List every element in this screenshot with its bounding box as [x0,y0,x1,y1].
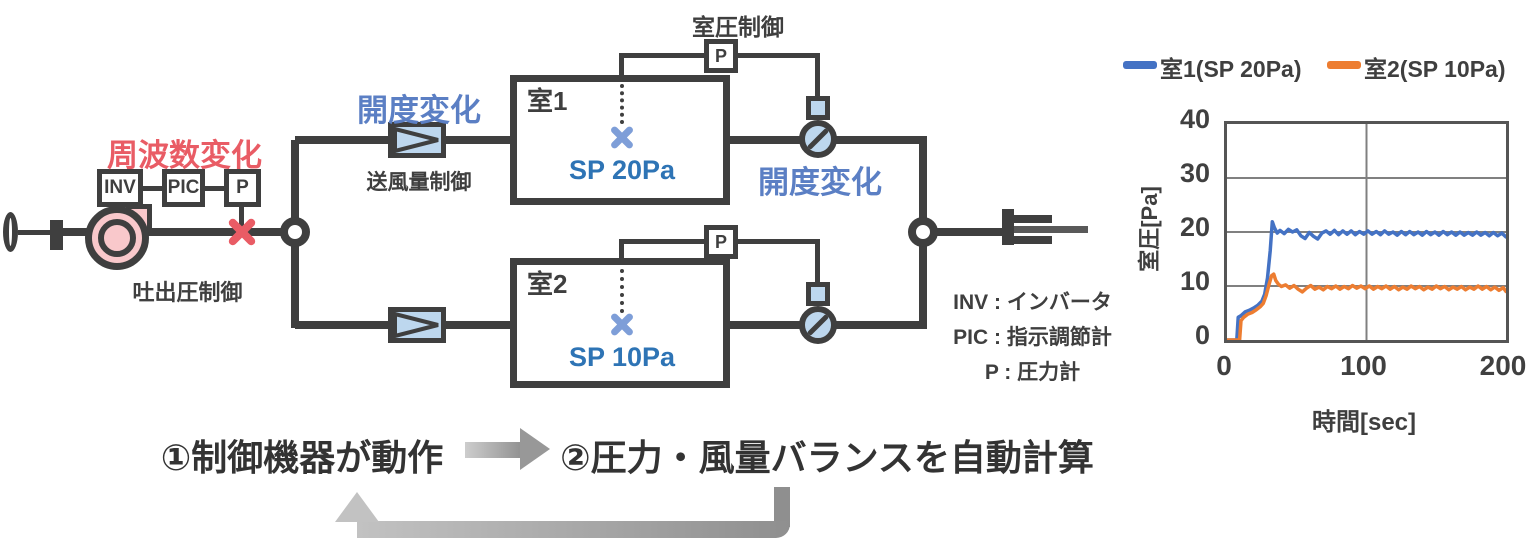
inv-pic-signal-line [143,186,163,191]
y-tick-label: 30 [1179,158,1210,188]
chart-legend-room1: 室1(SP 20Pa) [1160,56,1302,82]
valve-slash-icon [807,128,829,150]
pic-p-signal-line [205,186,225,191]
step2-label: ②圧力・風量バランスを自動計算 [560,437,1094,478]
room1-supply-duct [295,136,391,144]
fan-impeller-icon [98,219,136,257]
x-tick-label: 100 [1340,350,1387,381]
damper-opening-label: 開度変化 [357,93,481,128]
valve-slash-icon [807,314,829,336]
forward-arrow-head-icon [520,428,550,470]
pic-controller-box: PIC [162,169,205,207]
loop-arrow-head-icon [335,492,379,522]
p-box-label: P [714,45,727,66]
exhaust-riser-lower [919,232,927,327]
room1-sense-riser [619,55,624,81]
room1-valve-signal-line [815,53,820,98]
pressure-gauge-box-room1: P [704,39,738,73]
room1-control-valve-icon [799,120,837,158]
damper-triangle-icon [393,126,439,154]
supply-riser-down [291,232,299,328]
outdoor-air-icon [3,212,18,252]
room1-setpoint-label: SP 20Pa [568,155,676,185]
room1-name-label: 室1 [527,86,568,116]
y-tick-label: 10 [1179,266,1210,296]
exhaust-outlet-icon [1014,226,1088,233]
chart-plot [1224,121,1509,343]
room1-pressure-tap-dotted-line [620,84,624,124]
exhaust-riser-upper [919,140,927,235]
chart-legend-room2: 室2(SP 10Pa) [1364,56,1506,82]
room2-pressure-tap-dotted-line [620,269,624,313]
y-tick-label: 0 [1194,320,1210,350]
p-tap-line [239,205,244,230]
valve-opening-label: 開度変化 [758,165,882,200]
exhaust-junction-node [908,217,938,247]
y-tick-label: 20 [1179,212,1210,242]
intake-stub-line [18,230,50,235]
fan-icon [85,206,149,270]
x-tick-label: 0 [1216,350,1232,381]
loop-arrow [357,521,790,538]
room1-supply-duct [444,136,512,144]
discharge-pressure-label: 吐出圧制御 [132,280,243,305]
exhaust-main-duct [935,228,1003,236]
series-line-1 [1227,219,1506,340]
p-box-label: P [236,177,249,198]
room2-damper-icon [388,307,446,343]
room1-valve-actuator-icon [806,96,830,120]
pressure-gauge-box-room2: P [704,225,738,259]
room2-valve-signal-line [815,239,820,284]
supply-junction-node [280,217,310,247]
damper-triangle-icon [393,311,439,339]
legend-p: P : 圧力計 [984,361,1081,384]
supply-riser-up [291,140,299,236]
p-box-label: P [714,231,727,252]
loop-arrow [774,487,790,527]
inverter-box-label: INV [104,177,136,198]
room2-name-label: 室2 [527,269,568,299]
room2-sense-riser [619,241,624,261]
room1-damper-icon [388,122,446,158]
legend-pic: PIC : 指示調節計 [953,326,1112,349]
room2-valve-actuator-icon [806,282,830,306]
chart-legend-swatch-room2 [1327,61,1361,69]
room-pressure-control-label: 室圧制御 [692,14,784,40]
series-line-2 [1227,272,1506,340]
frequency-change-label: 周波数変化 [107,138,262,173]
main-supply-duct [56,228,296,236]
pressure-gauge-box-fan: P [224,169,261,207]
abbreviation-legend: INV : インバータ PIC : 指示調節計 P : 圧力計 [930,285,1135,390]
room2-control-valve-icon [799,306,837,344]
inverter-box: INV [97,169,143,207]
supply-flow-control-label: 送風量制御 [366,171,472,194]
chart-legend-swatch-room1 [1123,61,1157,69]
exhaust-outlet-icon [1002,209,1014,245]
x-axis-label: 時間[sec] [1311,409,1417,436]
room2-supply-duct [444,321,512,329]
forward-arrow [465,442,520,458]
x-tick-label: 200 [1479,350,1527,381]
legend-inv: INV : インバータ [953,291,1112,314]
exhaust-outlet-icon [1014,215,1052,223]
y-tick-label: 40 [1179,104,1210,134]
exhaust-outlet-icon [1014,236,1052,244]
room2-supply-duct [295,321,391,329]
step1-label: ①制御機器が動作 [160,437,444,478]
room2-setpoint-label: SP 10Pa [568,342,676,372]
pic-box-label: PIC [167,177,200,198]
